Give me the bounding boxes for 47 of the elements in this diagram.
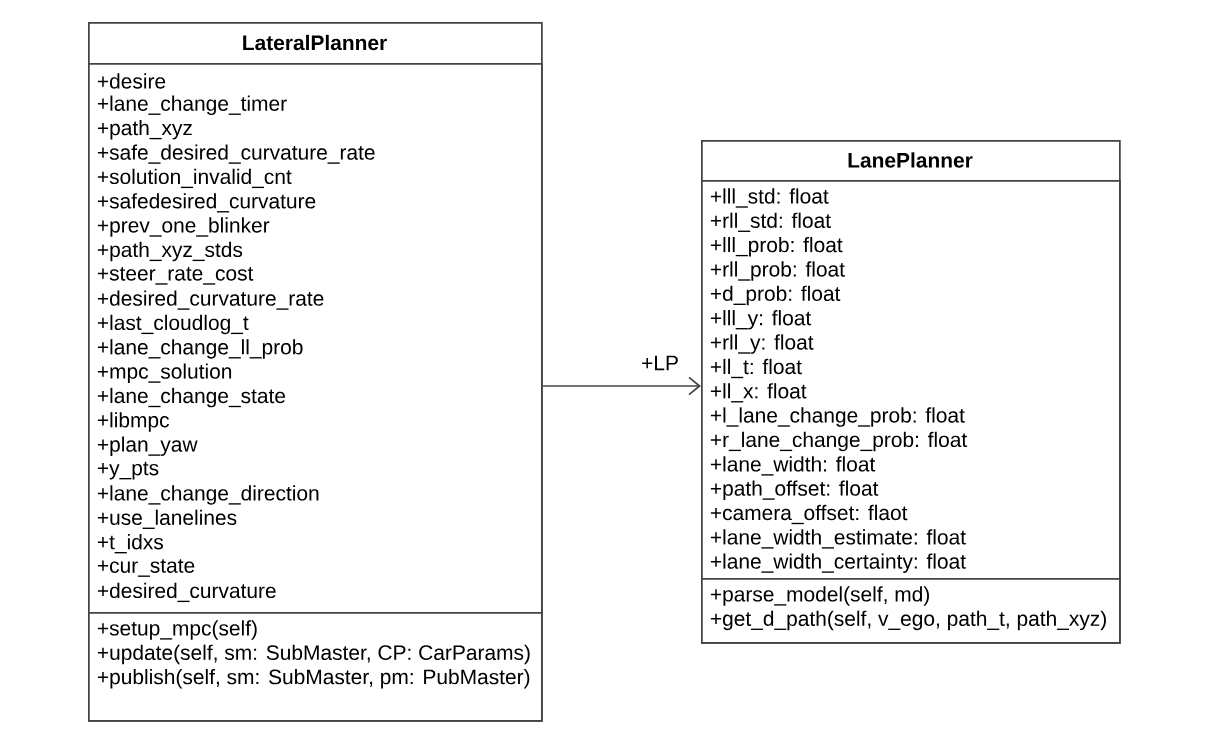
member-text: +cur_state xyxy=(97,559,195,577)
member-text: +rll_y: float xyxy=(710,334,814,354)
member-text: +publish(self, sm: SubMaster, pm: PubMaster) xyxy=(97,668,530,689)
member-text: +use_lanelines xyxy=(97,509,237,529)
member-text: +prev_one_blinker xyxy=(97,217,270,237)
member-text: +rll_std: float xyxy=(710,212,831,232)
member-text: +path_xyz xyxy=(97,119,192,140)
member-text: +lll_prob: float xyxy=(710,236,843,257)
member-text: +t_idxs xyxy=(97,534,163,554)
member-text: +y_pts xyxy=(97,461,159,480)
member-text: +lane_change_direction xyxy=(97,485,319,505)
member-text: +path_xyz_stds xyxy=(97,241,243,262)
member-text: +parse_model(self, md) xyxy=(710,586,929,606)
member-text: +lane_change_state xyxy=(97,387,286,408)
member-text: +lane_width: float xyxy=(710,456,876,476)
member-text: +steer_rate_cost xyxy=(97,266,254,285)
member-text: +lane_change_timer xyxy=(97,95,287,116)
member-text: +mpc_solution xyxy=(97,363,232,383)
member-text: +lane_width_certainty: float xyxy=(710,553,966,573)
member-text: +safedesired_curvature xyxy=(97,193,316,213)
member-text: +desired_curvature xyxy=(97,582,276,603)
member-text: +get_d_path(self, v_ego, path_t, path_xyz) xyxy=(710,610,1106,631)
member-text: +libmpc xyxy=(97,412,169,432)
member-text: +update(self, sm: SubMaster, CP: CarParams) xyxy=(97,644,530,665)
member-text: +lll_y: float xyxy=(710,310,812,330)
member-text: +camera_offset: flaot xyxy=(710,504,908,525)
member-text: +plan_yaw xyxy=(97,436,198,456)
member-text: +ll_t: float xyxy=(710,358,802,379)
association-arrow xyxy=(541,376,701,396)
member-text: +desired_curvature_rate xyxy=(97,290,324,310)
member-text: +desire xyxy=(97,73,166,89)
member-text: +l_lane_change_prob: float xyxy=(710,407,965,427)
member-text: +ll_x: float xyxy=(710,383,807,403)
member-text: +safe_desired_curvature_rate xyxy=(97,144,375,164)
member-text: +path_offset: float xyxy=(710,480,879,500)
member-text: +lane_change_ll_prob xyxy=(97,339,303,359)
member-text: +solution_invalid_cnt xyxy=(97,168,292,189)
member-text: +lane_width_estimate: float xyxy=(710,529,966,549)
member-text: +d_prob: float xyxy=(710,285,841,306)
edge-label: +LP xyxy=(639,354,681,372)
member-text: +lll_std: float xyxy=(710,188,829,208)
member-text: +setup_mpc(self) xyxy=(97,620,257,640)
member-text: +rll_prob: float xyxy=(710,261,845,281)
member-text: +r_lane_change_prob: float xyxy=(710,431,968,452)
class-name: LanePlanner xyxy=(848,152,973,168)
member-text: +last_cloudlog_t xyxy=(97,314,249,335)
class-name: LateralPlanner xyxy=(243,34,387,51)
